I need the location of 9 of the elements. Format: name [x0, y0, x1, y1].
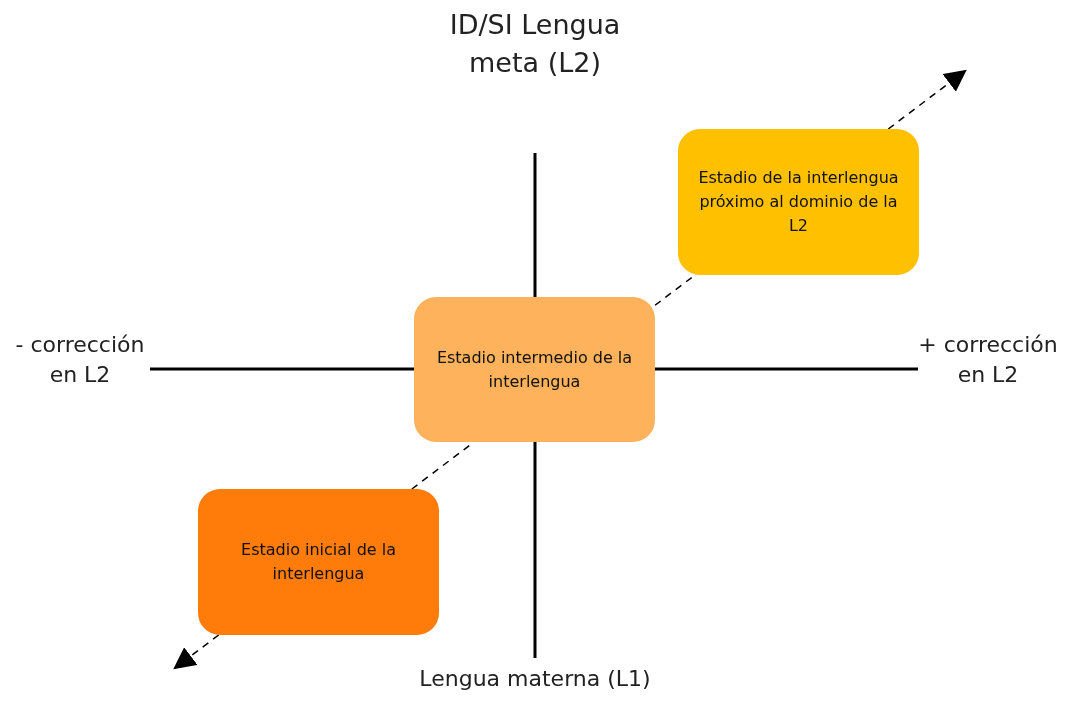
dashed-arrow [173, 634, 220, 670]
axis-label: + corrección en L2 [917, 331, 1059, 389]
axis-label: Lengua materna (L1) [418, 665, 652, 693]
axis-label: ID/SI Lengua meta (L2) [448, 8, 622, 80]
stage-box: Estadio de la interlengua próximo al dominio de la L2 [678, 129, 919, 275]
stage-box: Estadio intermedio de la interlengua [414, 297, 655, 442]
stage-box: Estadio inicial de la interlengua [198, 489, 439, 635]
axis-label: - corrección en L2 [14, 331, 146, 389]
dashed-arrow [887, 69, 967, 130]
